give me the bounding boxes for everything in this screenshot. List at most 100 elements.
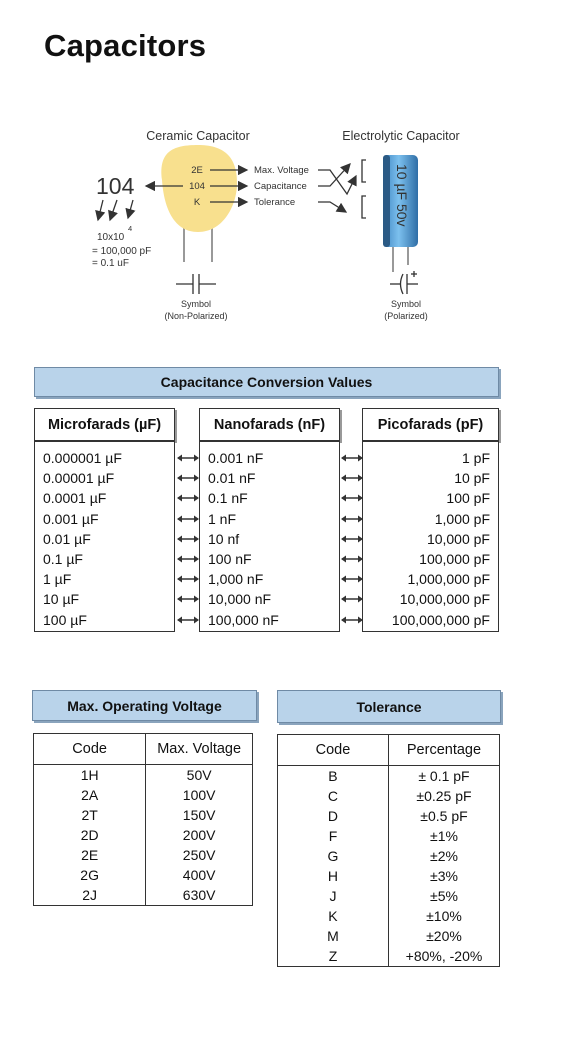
voltage-title-bar: Max. Operating Voltage [32,690,257,721]
polarized-symbol-icon [390,271,418,295]
code-cell: B [277,765,389,786]
calc-exponent: 4 [128,224,132,233]
pf-value: 100 pF [446,490,490,507]
table-row: B± 0.1 pF [277,765,501,786]
pf-value: 100,000,000 pF [391,611,490,628]
nf-value: 0.01 nF [208,470,256,487]
voltage-title: Max. Operating Voltage [67,697,222,714]
pf-value: 100,000 pF [419,551,490,567]
uf-value: 0.01 µF [43,530,91,547]
electrolytic-capacitor-icon [383,155,418,272]
pf-value: 10,000 pF [426,530,490,547]
double-arrow-icon [177,493,199,503]
value-cell: ±2% [388,846,501,866]
non-polarized-symbol-icon [176,274,216,294]
value-cell: ±20% [388,926,501,946]
table-row: H±3% [277,866,501,886]
value-cell: 400V [145,865,253,885]
nf-value: 1 nF [208,510,237,527]
table-row: J±5% [277,886,501,906]
double-arrow-icon [341,473,363,483]
nf-value: 0.1 nF [208,490,248,507]
code-cell: M [277,926,389,946]
double-arrow-icon [177,534,199,544]
code-cell: 2D [32,825,147,845]
pointer-capacitance: Capacitance [254,181,307,192]
table-row: M±20% [277,926,501,946]
value-cell: ±1% [388,826,501,846]
pf-value: 1 pF [461,450,490,466]
code-cell: J [277,886,389,906]
nf-value: 10,000 nF [208,591,272,608]
code-104: 104 [96,173,135,199]
value-cell: 200V [145,825,253,845]
page-title: Capacitors [44,28,207,63]
code-cell: K [277,906,389,926]
value-cell: +80%, -20% [388,946,501,967]
double-arrow-icon [341,615,363,625]
value-cell: ±0.25 pF [388,786,501,806]
pf-value: 10 pF [454,470,490,487]
double-arrow-icon [341,594,363,604]
ceramic-capacitor-label: Ceramic Capacitor [146,129,250,143]
nf-value: 0.001 nF [208,450,264,466]
ceramic-line-2: 104 [189,181,205,192]
code-cell: 2G [32,865,147,885]
double-arrow-icon [177,514,199,524]
tolerance-header-percentage: Percentage [387,734,501,766]
value-cell: 630V [145,885,253,906]
symbol-np-sub: (Non-Polarized) [164,311,227,321]
table-row: D±0.5 pF [277,806,501,826]
double-arrow-icon [177,574,199,584]
double-arrow-icon [177,453,199,463]
calc-line-2: = 100,000 pF [92,246,151,257]
value-cell: 150V [145,805,253,825]
symbol-p-sub: (Polarized) [384,311,428,321]
tolerance-header-code: Code [277,734,389,766]
ceramic-line-3: K [194,197,201,208]
table-row: Z+80%, -20% [277,946,501,967]
value-cell: ±0.5 pF [388,806,501,826]
code-cell: 2J [32,885,147,906]
code-cell: 2E [32,845,147,865]
value-cell: ±3% [388,866,501,886]
ceramic-capacitor-icon [161,145,238,262]
double-arrow-icon [341,453,363,463]
calc-line-3: = 0.1 uF [92,258,129,269]
code-cell: G [277,846,389,866]
uf-value: 0.001 µF [43,510,99,527]
tolerance-title-bar: Tolerance [277,690,501,723]
arrow-icon [108,199,118,222]
nf-value: 1,000 nF [208,571,264,588]
uf-value: 0.000001 µF [43,450,122,466]
code-cell: 2A [32,785,147,805]
code-cell: Z [277,946,389,967]
uf-value: 0.00001 µF [43,470,115,487]
pf-value: 1,000 pF [434,510,490,527]
header-microfarads: Microfarads (µF) [34,408,175,441]
double-arrow-icon [341,574,363,584]
code-cell: F [277,826,389,846]
table-row: G±2% [277,846,501,866]
calc-line-1: 10x10 [97,232,125,243]
uf-value: 0.1 µF [43,551,83,567]
uf-value: 1 µF [43,571,72,588]
uf-value: 100 µF [43,611,87,628]
arrow-icon [125,199,136,220]
electrolytic-body-text: 10 µF 50v [394,164,410,227]
double-arrow-icon [341,534,363,544]
double-arrow-icon [341,554,363,564]
table-row: C±0.25 pF [277,786,501,806]
header-picofarads: Picofarads (pF) [362,408,499,441]
double-arrow-icon [177,615,199,625]
voltage-header-max: Max. Voltage [145,733,253,765]
voltage-header-code: Code [32,733,147,765]
arrow-icon [95,199,106,222]
